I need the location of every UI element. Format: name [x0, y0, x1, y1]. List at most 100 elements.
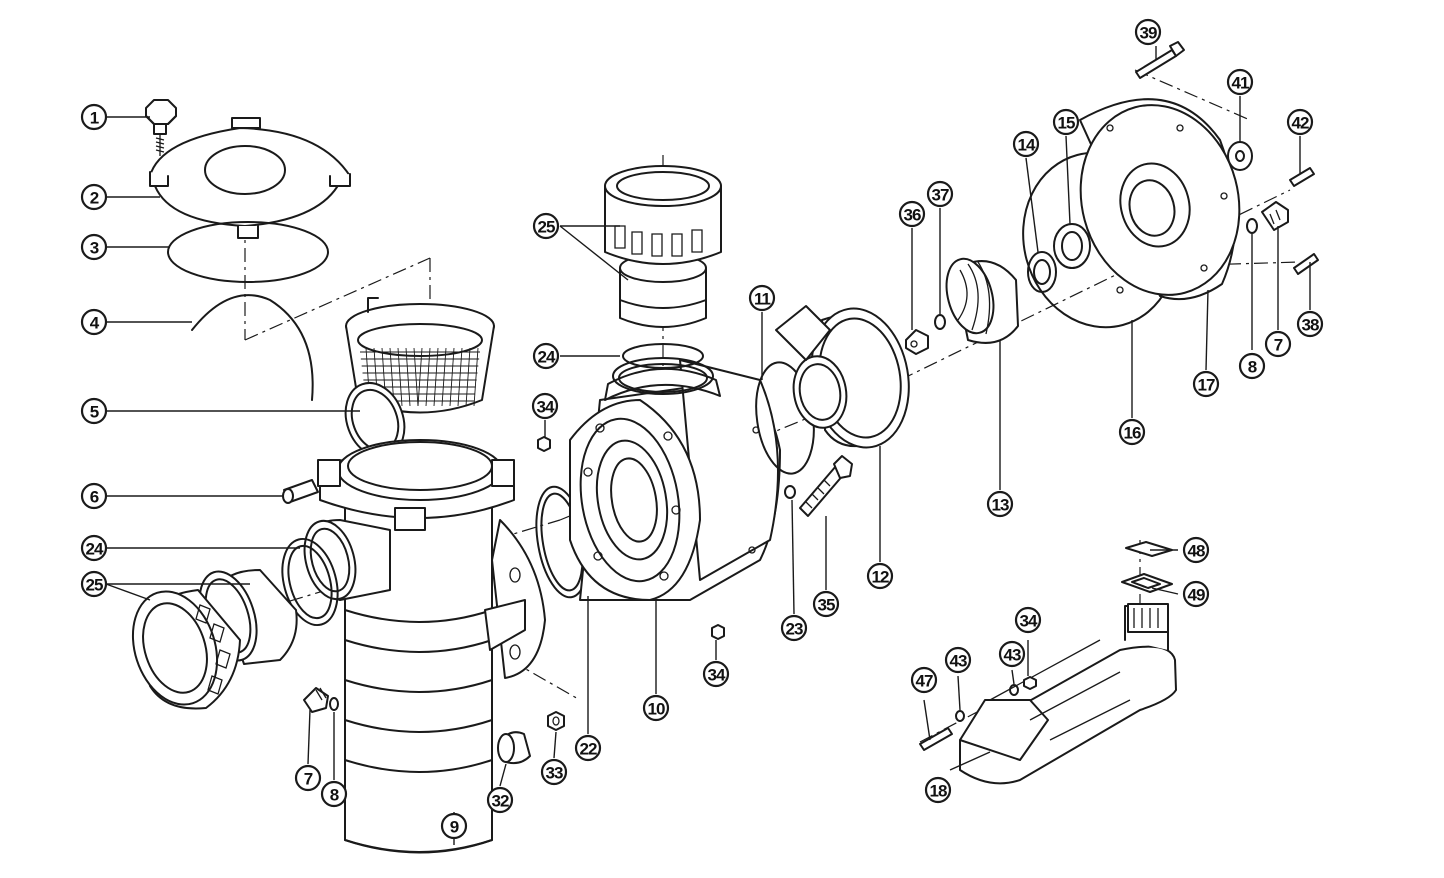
base-bolt-part [919, 727, 953, 751]
callout-ring [642, 694, 670, 722]
callout-8a: 8 [320, 780, 348, 808]
plug-pin-part [282, 479, 319, 504]
strainer-basket-part [344, 297, 495, 458]
callout-markers: 1234562425789323322103434252411233512363… [80, 18, 1324, 840]
callout-42: 42 [1286, 108, 1314, 136]
callout-41: 41 [1226, 68, 1254, 96]
callout-43a: 43 [998, 640, 1026, 668]
callout-7a: 7 [294, 764, 322, 792]
callout-ring [1286, 108, 1314, 136]
base-cap-part [1125, 541, 1173, 557]
callout-14: 14 [1012, 130, 1040, 158]
callout-9: 9 [440, 812, 468, 840]
nut-part-c [1023, 676, 1037, 690]
callout-22: 22 [574, 734, 602, 762]
callout-ring [1296, 310, 1324, 338]
callout-ring [1264, 330, 1292, 358]
callout-34a: 34 [531, 392, 559, 420]
callout-label: 34 [1020, 612, 1038, 631]
callout-48: 48 [1182, 536, 1210, 564]
callout-6: 6 [80, 482, 108, 510]
callout-label: 23 [786, 620, 803, 639]
callout-ring [1192, 370, 1220, 398]
callout-49: 49 [1182, 580, 1210, 608]
callout-label: 48 [1188, 542, 1205, 561]
callout-ring [532, 212, 560, 240]
callout-ring [1134, 18, 1162, 46]
drain-plug-left-part [303, 687, 329, 713]
callout-8b: 8 [1238, 352, 1266, 380]
top-bolt-part [1135, 41, 1185, 79]
retaining-clip-part [191, 294, 314, 401]
callout-ring [80, 570, 108, 598]
callout-ring [944, 646, 972, 674]
callout-label: 25 [86, 576, 103, 595]
callout-5: 5 [80, 397, 108, 425]
callout-ring [812, 590, 840, 618]
callout-24b: 24 [532, 342, 560, 370]
callout-label: 16 [1124, 424, 1141, 443]
callout-ring [320, 780, 348, 808]
callout-23: 23 [780, 614, 808, 642]
callout-ring [574, 734, 602, 762]
union-left-part [131, 569, 298, 710]
callout-ring [780, 614, 808, 642]
callout-label: 2 [90, 189, 99, 208]
callout-3: 3 [80, 233, 108, 261]
pump-body-part [569, 359, 781, 601]
drain-o-ring-right-part [1246, 218, 1258, 234]
callout-label: 13 [992, 496, 1009, 515]
strainer-housing-part [303, 439, 546, 854]
callout-ring [80, 183, 108, 211]
callout-ring [1182, 536, 1210, 564]
callout-ring [540, 758, 568, 786]
callout-ring [531, 392, 559, 420]
nut-part-a [537, 436, 551, 452]
seal-seat-part [1053, 223, 1091, 269]
callout-ring [532, 342, 560, 370]
callout-label: 49 [1188, 586, 1205, 605]
callout-ring [866, 562, 894, 590]
callout-4: 4 [80, 308, 108, 336]
callout-ring [80, 233, 108, 261]
callout-ring [986, 490, 1014, 518]
callout-label: 38 [1302, 316, 1319, 335]
motor-base-part [959, 603, 1177, 785]
impeller-screw-part [905, 329, 929, 355]
callout-label: 1 [90, 109, 99, 128]
callout-label: 35 [818, 596, 835, 615]
callout-ring [702, 660, 730, 688]
union-gasket-top-part [612, 343, 714, 395]
callout-32: 32 [486, 786, 514, 814]
callout-label: 17 [1198, 376, 1215, 395]
callout-ring [1118, 418, 1146, 446]
callout-label: 42 [1292, 114, 1309, 133]
callout-ring [486, 786, 514, 814]
callout-35: 35 [812, 590, 840, 618]
callout-label: 5 [90, 403, 99, 422]
callout-ring [998, 640, 1026, 668]
callout-label: 32 [492, 792, 509, 811]
callout-label: 34 [708, 666, 726, 685]
callout-label: 22 [580, 740, 597, 759]
callout-label: 47 [916, 672, 933, 691]
callout-36: 36 [898, 200, 926, 228]
callout-label: 7 [304, 770, 313, 789]
callout-label: 24 [538, 348, 556, 367]
callout-34c: 34 [1014, 606, 1042, 634]
impeller-part [945, 257, 1019, 344]
callout-label: 41 [1232, 74, 1249, 93]
callout-ring [1226, 68, 1254, 96]
diffuser-part [775, 305, 910, 449]
callout-13: 13 [986, 490, 1014, 518]
small-screw-part [1289, 167, 1315, 187]
callout-label: 36 [904, 206, 921, 225]
callout-ring [1182, 580, 1210, 608]
callout-label: 37 [932, 186, 949, 205]
callout-label: 24 [86, 540, 104, 559]
callout-10: 10 [642, 694, 670, 722]
callout-label: 3 [90, 239, 99, 258]
callout-1: 1 [80, 103, 108, 131]
nut-part-b [711, 624, 725, 640]
